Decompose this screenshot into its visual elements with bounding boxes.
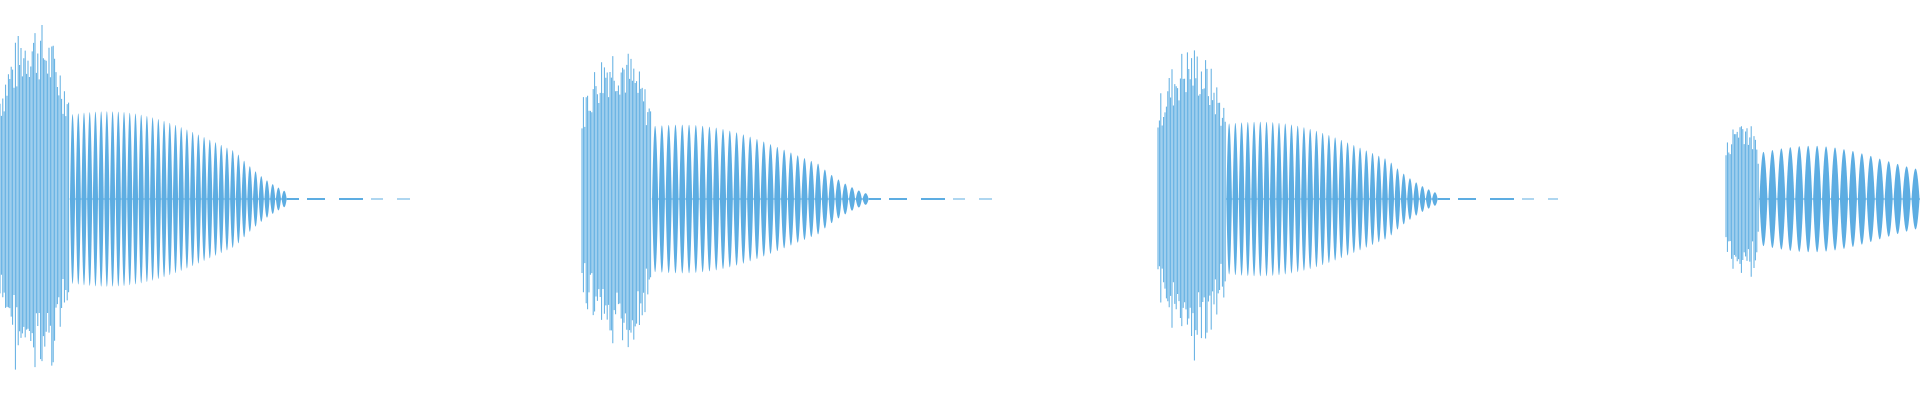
waveform-hit (1725, 126, 1920, 277)
waveform-hit (0, 24, 410, 370)
waveform-hit (581, 53, 992, 348)
waveform-hit (1157, 50, 1558, 361)
